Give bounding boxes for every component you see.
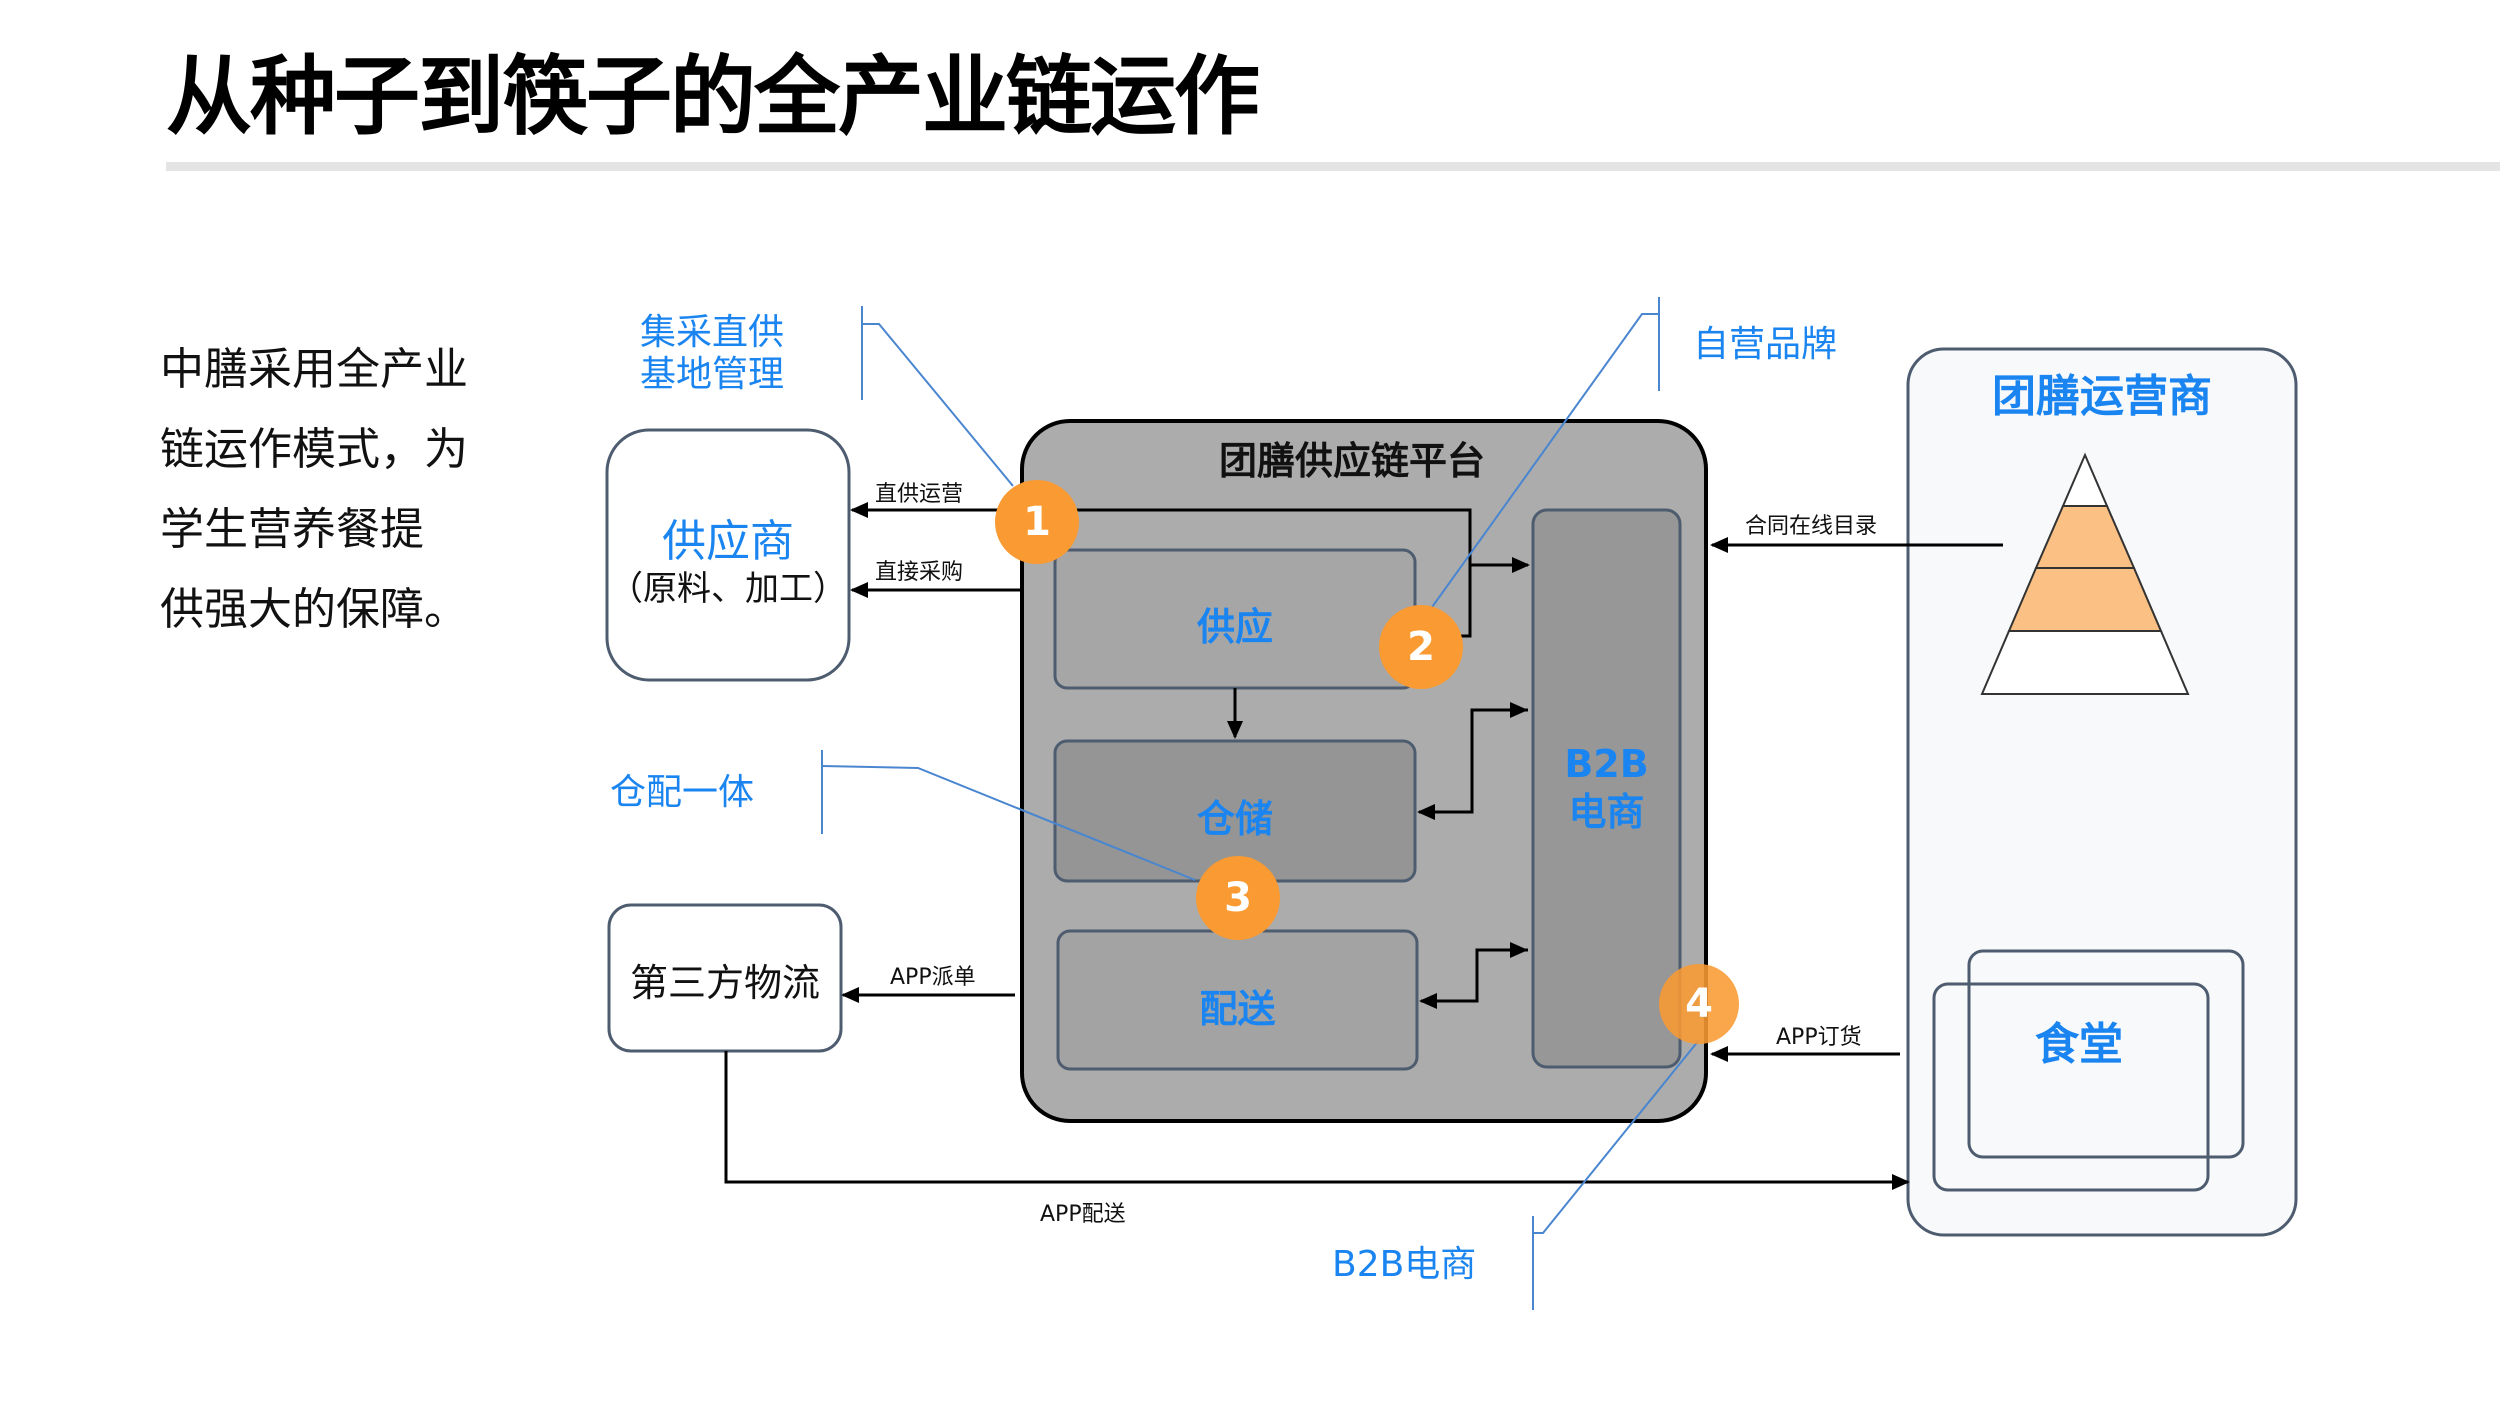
callout-2-label: 自营品牌 xyxy=(1693,324,1838,365)
pyramid-icon xyxy=(1980,452,2190,695)
edge-b2b-storage xyxy=(1417,708,1528,820)
badge-2-number: 2 xyxy=(1407,624,1435,670)
callout3-leader xyxy=(821,765,1196,881)
intro-paragraph: 中膳采用全产业 链运作模式，为 学生营养餐提 供强大的保障。 xyxy=(160,330,500,650)
title-divider xyxy=(166,162,2500,171)
operator-container xyxy=(1906,347,2298,1237)
edge-label-direct-purchase: 直接采购 xyxy=(875,560,964,585)
edge-label-app-order: APP订货 xyxy=(1776,1025,1862,1050)
edge-label-contract-catalog: 合同在线目录 xyxy=(1745,514,1878,539)
logistics-title: 第三方物流 xyxy=(629,961,820,1005)
intro-line: 链运作模式，为 xyxy=(160,424,468,475)
page-title: 从种子到筷子的全产业链运作 xyxy=(166,47,1260,147)
edge-logistics-to-canteen xyxy=(724,1051,1910,1190)
edge-label-app-dispatch: APP派单 xyxy=(890,965,976,990)
edge-b2b-delivery xyxy=(1419,948,1528,1009)
intro-line: 学生营养餐提 xyxy=(160,504,424,555)
badge-3 xyxy=(1196,856,1280,940)
b2b-label-line2: 电商 xyxy=(1568,790,1645,834)
intro-line: 供强大的保障。 xyxy=(160,584,468,635)
badge-1-number: 1 xyxy=(1023,499,1051,545)
b2b-column xyxy=(1531,508,1682,1069)
supplier-node xyxy=(605,428,851,682)
module-storage-label: 仓储 xyxy=(1196,797,1273,841)
operator-title: 团膳运营商 xyxy=(1992,371,2212,422)
callout-3-label: 仓配一体 xyxy=(610,772,755,813)
module-delivery-label: 配送 xyxy=(1199,987,1276,1031)
canteen-label: 食堂 xyxy=(2035,1019,2123,1070)
callout4-leader xyxy=(1533,1039,1700,1234)
edge-label-app-delivery: APP配送 xyxy=(1040,1202,1126,1227)
callout-4-label: B2B电商 xyxy=(1332,1244,1477,1285)
supplier-subtitle: （原料、加工） xyxy=(609,569,847,609)
intro-line: 中膳采用全产业 xyxy=(160,344,468,395)
edge-top-to-b2b xyxy=(1075,508,1530,573)
badge-4-number: 4 xyxy=(1685,981,1713,1027)
callout2-leader xyxy=(1429,313,1659,611)
module-supply-label: 供应 xyxy=(1196,605,1273,649)
callout1-leader xyxy=(862,323,1014,487)
b2b-label: B2B 电商 xyxy=(1533,740,1680,836)
callout-1-line1: 集采直供 xyxy=(640,312,785,353)
callout-1-line2: 基地管理 xyxy=(640,354,785,395)
supplier-title: 供应商 xyxy=(662,516,794,567)
badge-1 xyxy=(995,480,1079,564)
edge-supply-to-b2b xyxy=(1460,565,1472,638)
canteen-box-back xyxy=(1967,949,2245,1159)
platform-title: 团膳供应链平台 xyxy=(1218,439,1485,483)
callout-1-label: 集采直供 基地管理 xyxy=(640,312,784,396)
b2b-label-line1: B2B xyxy=(1564,742,1649,786)
badge-4 xyxy=(1659,964,1739,1044)
canteen-box-front xyxy=(1932,982,2210,1192)
badge-3-number: 3 xyxy=(1224,875,1252,921)
badge-2 xyxy=(1379,605,1463,689)
edge-label-direct-ops: 直供运营 xyxy=(875,482,964,507)
